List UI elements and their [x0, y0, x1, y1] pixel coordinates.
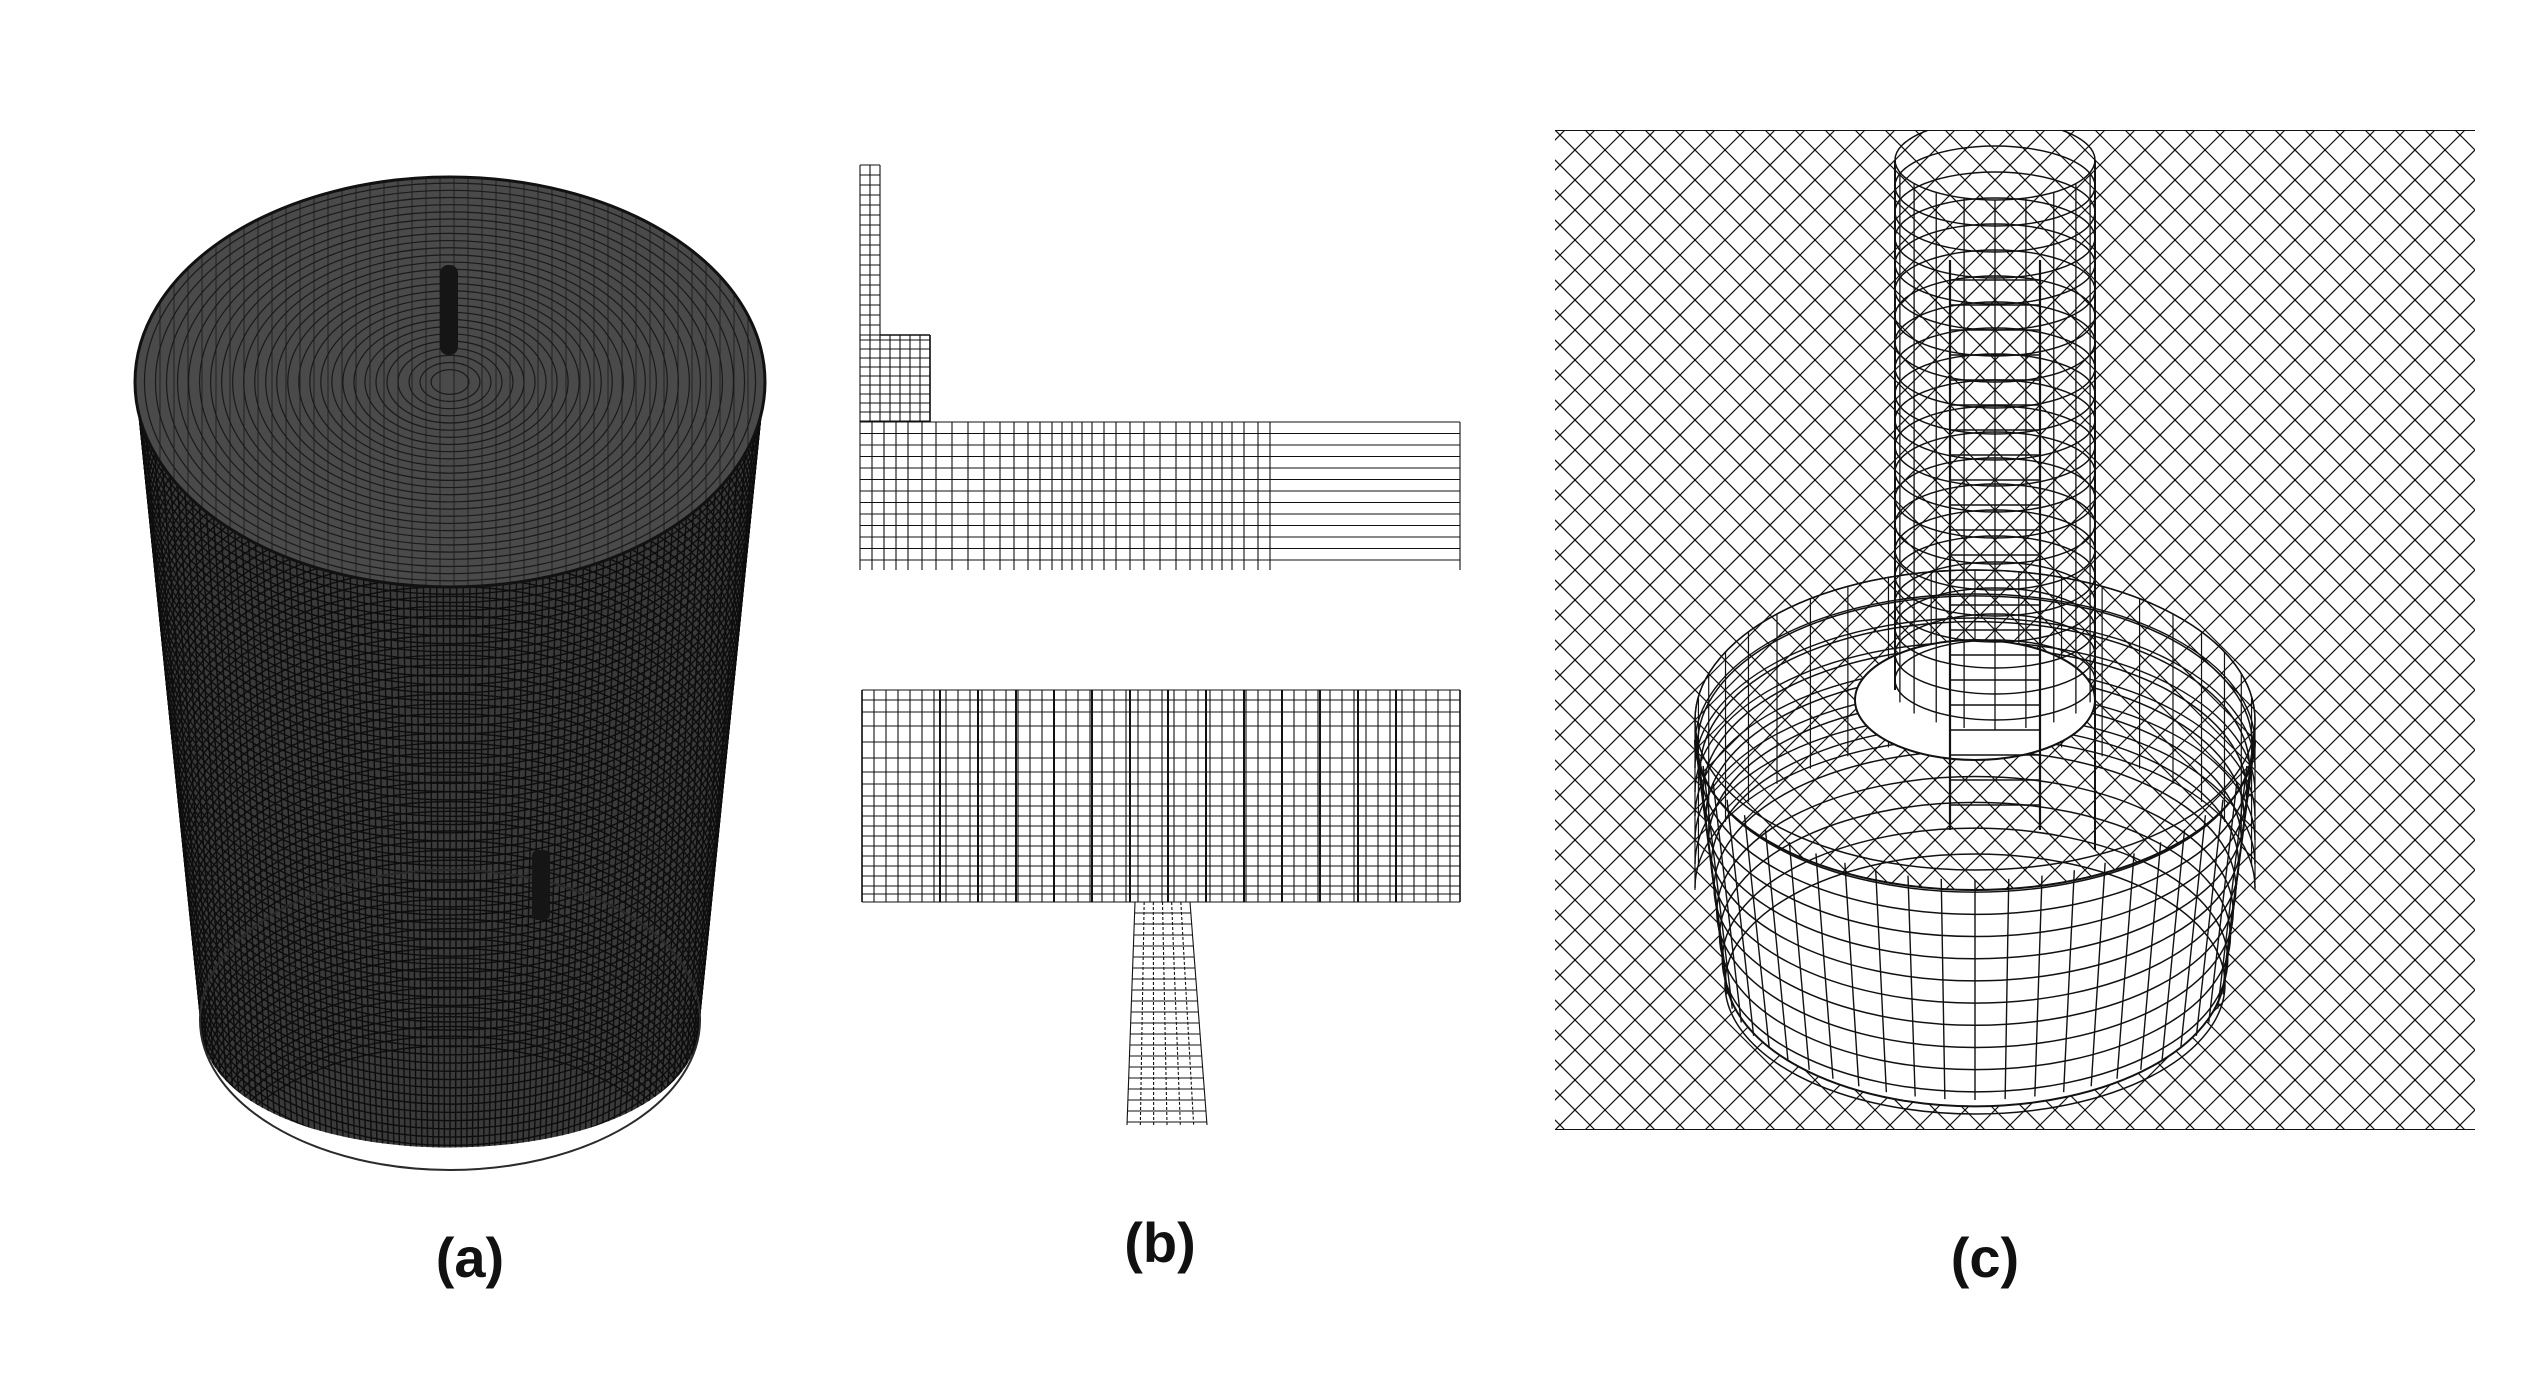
panel-c-wireframe-detail [1555, 130, 2475, 1130]
panel-a-label: (a) [435, 1226, 505, 1289]
panel-a-cylinder-mesh [133, 175, 767, 1171]
panel-b-label: (b) [1124, 1211, 1196, 1274]
panel-c-label: (c) [1950, 1226, 2020, 1289]
bottom-nozzle [532, 850, 550, 920]
top-nozzle [440, 265, 458, 355]
panel-b-section-mesh [859, 164, 1461, 1126]
